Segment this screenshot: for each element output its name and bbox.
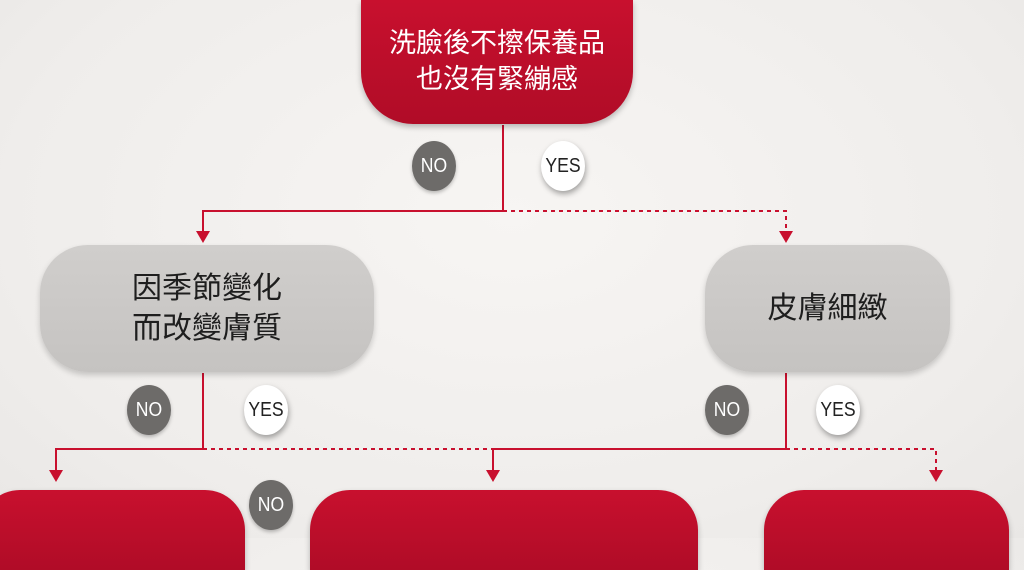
badge-right-yes: YES [816, 385, 860, 435]
connector-root-no [202, 125, 504, 232]
node-bottom-right [764, 490, 1009, 570]
node-bottom-left [0, 490, 245, 570]
node-bottom-center [310, 490, 698, 570]
badge-root-yes: YES [541, 141, 585, 191]
arrowhead [929, 470, 943, 482]
badge-bottom-no-label: NO [257, 493, 285, 516]
arrowhead [196, 231, 210, 243]
badge-bottom-no: NO [249, 480, 293, 530]
node-root: 洗臉後不擦保養品 也沒有緊繃感 [361, 0, 633, 124]
connector-right-yes [786, 448, 937, 471]
connector-right-no [492, 373, 787, 471]
arrowhead [779, 231, 793, 243]
node-left: 因季節變化 而改變膚質 [40, 245, 374, 372]
connector-left-no [55, 373, 204, 471]
arrowhead [49, 470, 63, 482]
badge-left-yes-label: YES [248, 398, 284, 421]
node-right: 皮膚細緻 [705, 245, 950, 372]
badge-left-yes: YES [244, 385, 288, 435]
arrowhead [486, 470, 500, 482]
node-root-line-1: 洗臉後不擦保養品 [389, 28, 605, 60]
node-root-line-2: 也沒有緊繃感 [416, 64, 578, 95]
badge-root-no: NO [412, 141, 456, 191]
badge-right-yes-label: YES [820, 398, 856, 421]
node-left-line-2: 而改變膚質 [132, 310, 282, 346]
node-right-line-1: 皮膚細緻 [767, 290, 888, 326]
badge-right-no-label: NO [713, 398, 741, 421]
connector-lines [49, 125, 943, 482]
badge-root-yes-label: YES [545, 154, 581, 177]
badge-root-no-label: NO [420, 154, 448, 177]
badge-right-no: NO [705, 385, 749, 435]
badge-left-no-label: NO [135, 398, 163, 421]
badge-left-no: NO [127, 385, 171, 435]
node-left-line-1: 因季節變化 [132, 270, 282, 306]
connector-root-yes [503, 210, 787, 232]
